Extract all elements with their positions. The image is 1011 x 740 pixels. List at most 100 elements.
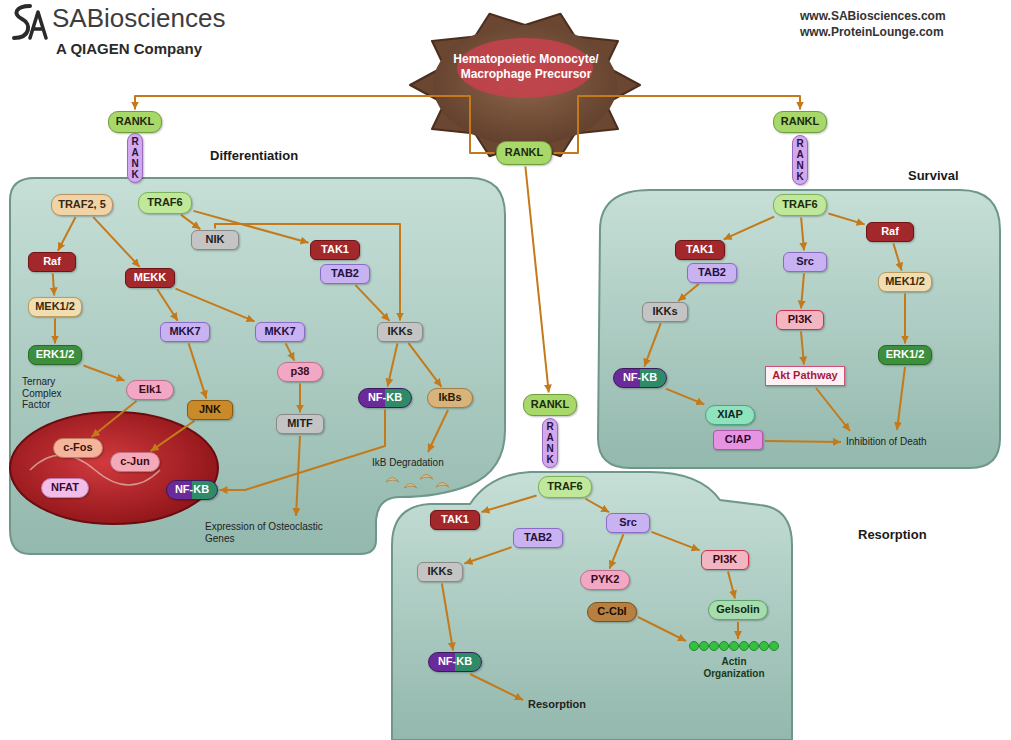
node-label: ERK1/2 <box>36 348 75 361</box>
protein-node: PYK2 <box>580 570 630 590</box>
node-label: MKK7 <box>169 325 200 338</box>
protein-node: NIK <box>191 230 239 250</box>
protein-node: PI3K <box>776 310 824 330</box>
node-label: RANK <box>795 138 805 182</box>
protein-node: Src <box>606 513 650 533</box>
cell-heading: Resorption <box>858 527 927 543</box>
signal-arrow <box>135 96 495 153</box>
signal-arrow <box>525 166 548 392</box>
node-label: MEKK <box>134 271 166 284</box>
protein-node: TRAF6 <box>538 476 592 498</box>
cell-outline <box>378 455 1003 740</box>
node-label: TAK1 <box>321 243 349 256</box>
leader-arrow <box>296 367 905 700</box>
signal-arrow <box>464 547 511 563</box>
protein-node: p38 <box>277 362 323 382</box>
protein-node: ERK1/2 <box>28 345 82 365</box>
signal-arrow <box>678 284 699 301</box>
protein-node: ERK1/2 <box>878 345 932 365</box>
node-label: TAB2 <box>524 531 552 544</box>
cell-body: SurvivalTRAF6TAK1TAB2SrcRafMEK1/2IKKsPI3… <box>590 160 1008 472</box>
node-label: CIAP <box>725 433 751 446</box>
protein-node: C-Cbl <box>587 602 637 622</box>
annotation-label: Resorption <box>528 698 586 711</box>
protein-node: NFAT <box>41 478 89 498</box>
node-label: Src <box>619 516 637 529</box>
cell-membrane <box>598 190 1000 468</box>
node-label: XIAP <box>717 408 743 421</box>
signal-arrow <box>83 365 124 380</box>
node-label: PI3K <box>788 313 812 326</box>
ikb-fragment <box>420 475 433 480</box>
node-label: PI3K <box>713 553 737 566</box>
protein-node: IkBs <box>427 388 473 408</box>
node-label: MEK1/2 <box>885 275 925 288</box>
signal-arrow <box>666 389 705 405</box>
protein-node: NF-KB <box>166 480 218 500</box>
signal-arrow <box>189 343 207 398</box>
node-label: NF-KB <box>438 655 472 668</box>
protein-node: Raf <box>28 252 76 272</box>
signal-arrow <box>93 217 139 267</box>
signal-arrow <box>801 217 804 250</box>
signal-arrow <box>175 289 254 322</box>
cell-membrane <box>433 25 617 145</box>
signal-arrow <box>286 343 295 360</box>
node-label: MEK1/2 <box>35 300 75 313</box>
cell-heading: Hematopoietic Monocyte/ Macrophage Precu… <box>440 52 612 82</box>
cell-membrane <box>392 472 792 740</box>
node-label: TAK1 <box>441 513 469 526</box>
node-label: TRAF6 <box>547 480 582 493</box>
annotation-label: Inhibition of Death <box>846 436 927 448</box>
actin-filament <box>690 642 779 651</box>
protein-node: MEK1/2 <box>28 297 82 317</box>
protein-node: Elk1 <box>126 380 174 400</box>
signal-arrow <box>554 96 801 153</box>
protein-node: Akt Pathway <box>765 366 845 386</box>
signal-arrow <box>92 401 137 437</box>
ikb-fragment <box>386 478 399 483</box>
signal-arrow <box>801 331 804 364</box>
protein-node: NF-KB <box>613 368 667 388</box>
protein-node: Gelsolin <box>708 600 768 620</box>
signal-arrow <box>904 294 906 344</box>
node-label: C-Cbl <box>597 605 626 618</box>
brand-label: www.ProteinLounge.com <box>800 26 944 40</box>
receptor-bar: RANK <box>542 418 558 468</box>
protein-node: MEK1/2 <box>878 272 932 292</box>
cell-heading: Survival <box>908 168 959 184</box>
signal-arrow <box>408 343 441 387</box>
protein-node: Src <box>783 252 827 272</box>
dna-strand <box>30 455 160 485</box>
signal-arrow <box>388 343 398 386</box>
protein-node: PI3K <box>701 550 749 570</box>
annotation-label: IkB Degradation <box>372 457 444 469</box>
node-label: TAB2 <box>698 266 726 279</box>
signal-arrow <box>893 243 901 270</box>
node-label: Src <box>796 255 814 268</box>
node-label: RANK <box>130 136 140 180</box>
protein-node: MKK7 <box>160 322 210 342</box>
protein-node: MITF <box>276 414 324 434</box>
signal-arrow <box>728 571 735 598</box>
node-label: NF-KB <box>175 483 209 496</box>
protein-node: c-Fos <box>53 438 103 458</box>
cell-heading: Differentiation <box>210 148 298 164</box>
protein-node: IKKs <box>642 302 688 322</box>
protein-node: NF-KB <box>428 652 482 672</box>
node-label: NFAT <box>51 481 79 494</box>
signal-arrow <box>54 319 56 344</box>
node-label: RANKL <box>781 115 820 128</box>
node-label: IKKs <box>652 305 677 318</box>
protein-node: TRAF6 <box>138 192 192 214</box>
signal-arrow <box>356 285 390 321</box>
protein-node: JNK <box>187 400 233 420</box>
node-label: RANK <box>545 421 555 465</box>
brand-label: A QIAGEN Company <box>56 40 202 57</box>
signal-arrow <box>193 211 308 243</box>
protein-node: NF-KB <box>358 388 412 408</box>
signal-arrow <box>828 214 864 225</box>
signal-arrow <box>151 421 195 451</box>
